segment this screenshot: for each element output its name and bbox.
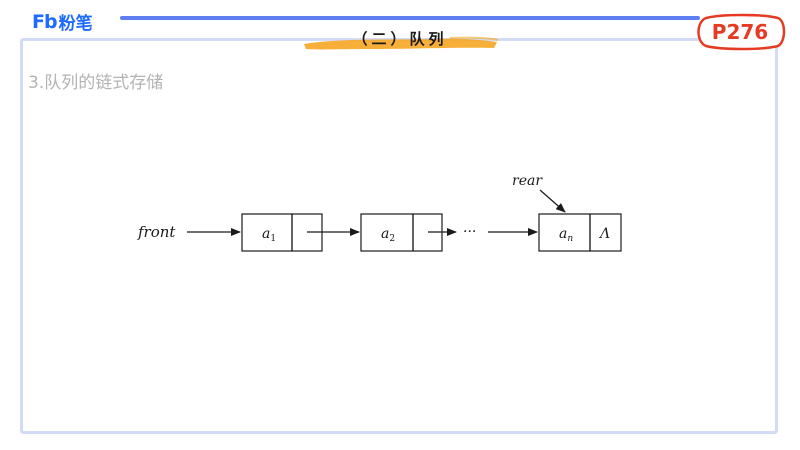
node-an-subscript: n [567,234,573,244]
node-an-label: a [559,226,567,242]
svg-text:an: an [559,226,573,244]
title-brush-stroke [304,36,499,50]
page-badge-icon [697,13,786,51]
logo-text: 粉笔 [58,14,93,34]
node-a2-label: a [381,226,389,242]
node-a1-subscript: 1 [270,234,276,244]
svg-text:a1: a1 [262,226,276,244]
node-an-next-cell [589,213,622,252]
page-number-badge: P276 [711,20,769,44]
null-pointer-symbol: Λ [598,226,610,242]
subheading: 3.队列的链式存储 [28,73,164,93]
section-title: （二）队列 [352,30,448,48]
node-a2-subscript: 2 [389,234,395,244]
ellipsis: ··· [463,224,476,240]
logo-mark: Fb [32,10,58,33]
svg-text:a2: a2 [381,226,395,244]
header-rule [120,16,700,20]
node-a1-label: a [262,226,270,242]
rear-label: rear [512,173,543,189]
fenbi-logo: Fb 粉笔 [32,9,93,35]
front-label: front [137,223,176,241]
node-an: an Λ [538,213,622,252]
rear-arrow [539,189,566,213]
